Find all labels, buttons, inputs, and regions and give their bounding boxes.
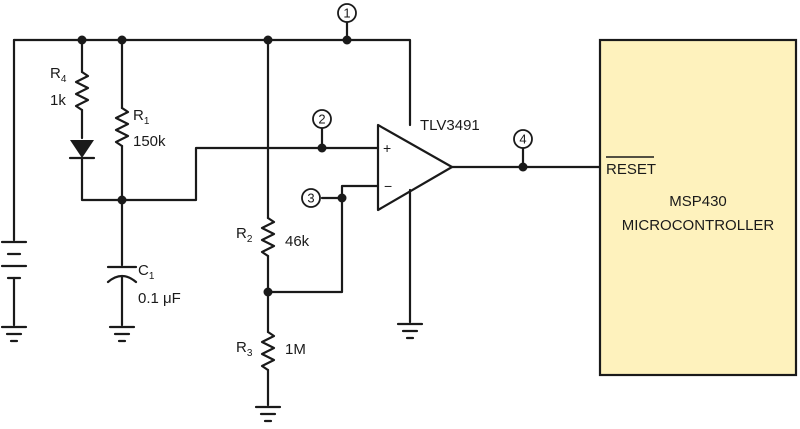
r1-value: 150k	[133, 133, 166, 150]
r2-resistor-icon	[260, 216, 276, 258]
junction-dot	[337, 193, 347, 203]
ground-icon-c1	[108, 325, 136, 343]
reset-pin-label: RESET	[606, 161, 656, 178]
noninverting-sign: +	[383, 140, 391, 156]
battery-icon	[0, 240, 28, 280]
svg-text:4: 4	[519, 132, 526, 147]
mcu-block	[598, 38, 798, 377]
ground-icon-comparator	[396, 322, 424, 340]
r4-resistor-icon	[74, 70, 90, 112]
comparator-part-label: TLV3491	[420, 117, 480, 134]
junction-dot	[263, 287, 273, 297]
r3-value: 1M	[285, 341, 306, 358]
r4-label: R4	[50, 65, 67, 85]
svg-text:2: 2	[318, 112, 325, 127]
node-marker-3: 3	[301, 188, 321, 208]
r1-label: R1	[133, 107, 150, 127]
node-marker-4: 4	[513, 129, 533, 149]
junction-dot	[117, 35, 127, 45]
mcu-name: MSP430	[669, 193, 727, 210]
comparator-icon	[376, 123, 454, 212]
r2-value: 46k	[285, 233, 310, 250]
ground-icon-battery	[0, 325, 28, 343]
junction-dot	[263, 35, 273, 45]
ground-icon-r3	[254, 405, 282, 423]
divider-to-inverting-wire	[266, 184, 380, 294]
junction-dot	[117, 195, 127, 205]
r3-label: R3	[236, 339, 253, 359]
svg-text:1: 1	[343, 6, 350, 21]
diode-icon	[68, 140, 96, 160]
c1-value: 0.1 μF	[138, 290, 181, 307]
r1-resistor-icon	[114, 106, 130, 148]
svg-text:3: 3	[307, 191, 314, 206]
diode-wire-bottom	[80, 146, 324, 202]
node-marker-1: 1	[337, 3, 357, 23]
top-rail-wire	[12, 38, 412, 127]
c1-label: C1	[138, 262, 155, 282]
mcu-type: MICROCONTROLLER	[622, 217, 775, 234]
r3-resistor-icon	[260, 330, 276, 372]
junction-dot	[77, 35, 87, 45]
node-marker-2: 2	[312, 109, 332, 129]
inverting-sign: −	[384, 178, 392, 194]
r4-value: 1k	[50, 92, 66, 109]
r2-label: R2	[236, 225, 253, 245]
